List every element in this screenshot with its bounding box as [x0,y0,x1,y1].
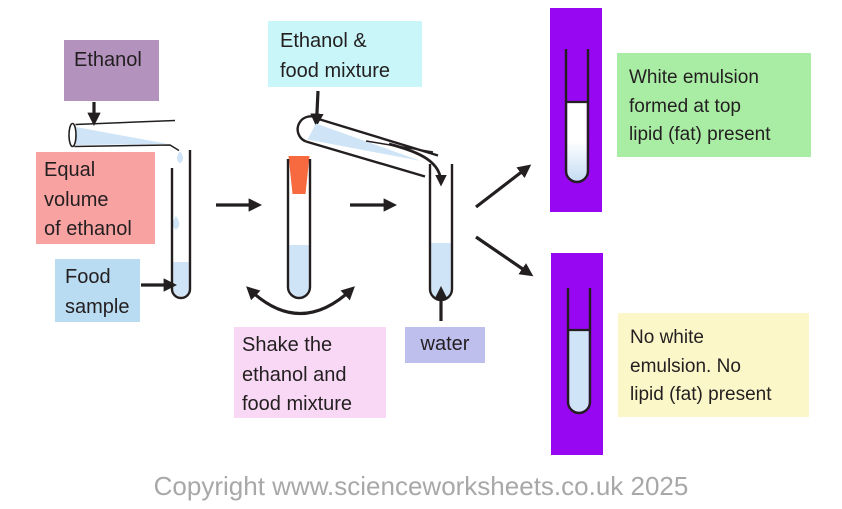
emulsion-liquid [567,102,587,181]
negative-result-panel-icon [551,253,603,455]
ethanol-food-mixture-label: Ethanol & food mixture [268,21,422,87]
pouring-tube-ethanol-icon [68,119,180,152]
test-tube-3-icon [428,164,454,302]
negative-result-label: No white emulsion. No lipid (fat) presen… [618,313,809,417]
tube1-liquid [173,262,189,297]
pouring-tube-mixture-icon [296,115,439,178]
equal-volume-label: Equal volume of ethanol [36,152,155,244]
ethanol-label: Ethanol [64,40,159,101]
copyright-text: Copyright www.scienceworksheets.co.uk 20… [153,471,689,501]
tube-mouth-icon [68,122,77,148]
result-positive-arrow-icon [475,164,532,209]
tube3-liquid [431,243,451,299]
stopper-icon [288,156,310,194]
positive-result-panel-icon [550,8,602,212]
food-sample-label: Food sample [55,259,140,322]
tube2-liquid [289,245,309,297]
test-tube-2-icon [286,156,312,300]
shake-instruction-label: Shake the ethanol and food mixture [234,327,386,418]
positive-result-label: White emulsion formed at top lipid (fat)… [617,53,811,157]
pour-curve-arrow-icon [388,142,447,187]
water-label: water [405,327,485,363]
ethanol-drops-icon [172,151,184,230]
result-negative-arrow-icon [475,235,534,277]
shake-arrow-icon [246,286,355,316]
plain-liquid [569,330,589,412]
pouring-liquid-2 [307,123,421,161]
pouring-liquid [76,127,168,145]
